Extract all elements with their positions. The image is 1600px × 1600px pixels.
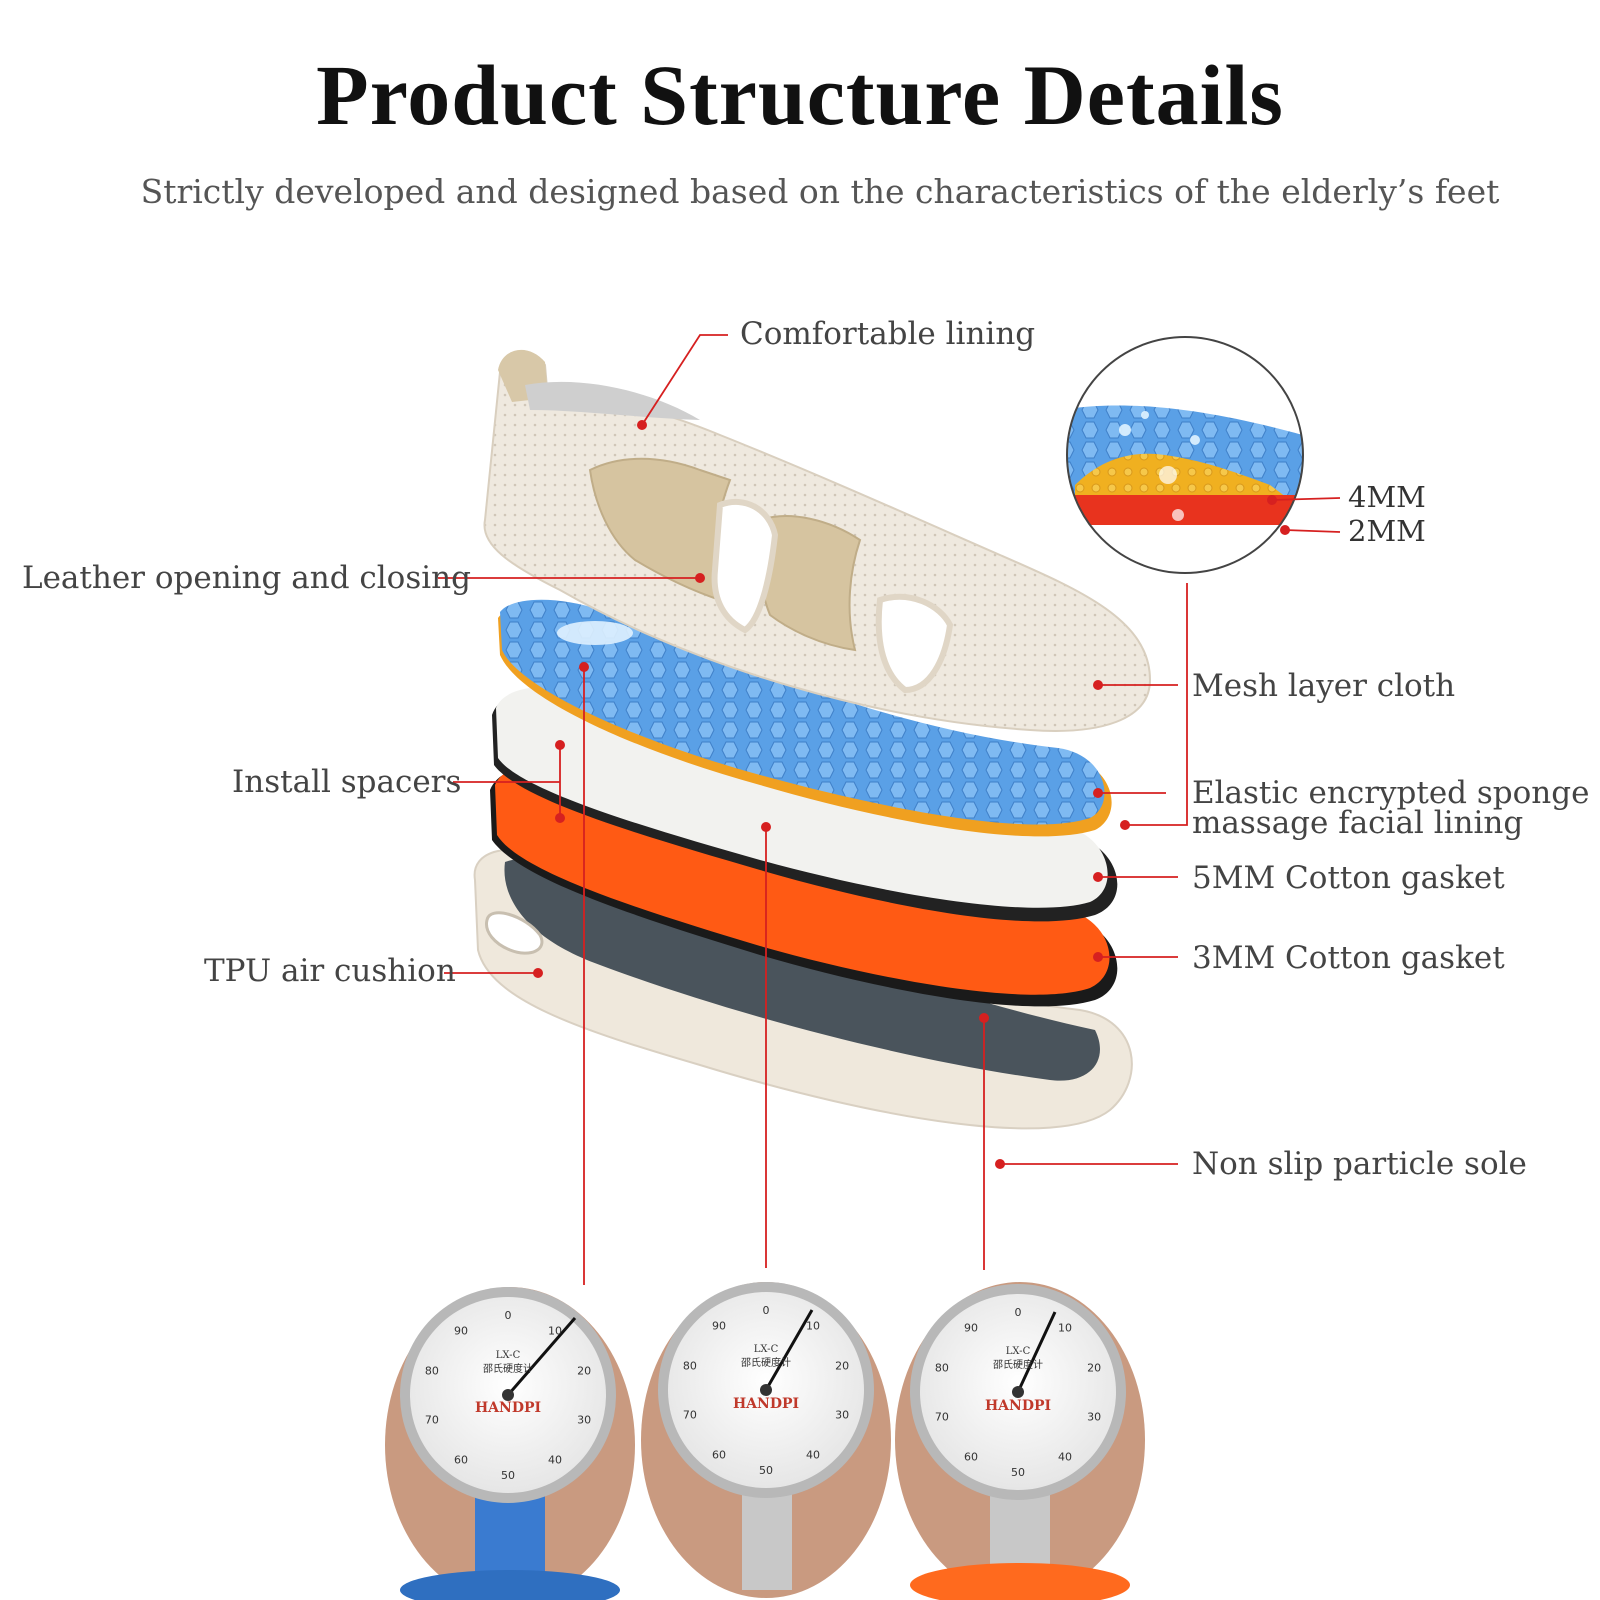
gauge-3-tick-80: 80 xyxy=(935,1361,949,1374)
label-mesh-layer: Mesh layer cloth xyxy=(1192,668,1456,704)
gauge-brand-2: HANDPI xyxy=(733,1396,799,1412)
label-non-slip-sole: Non slip particle sole xyxy=(1192,1146,1527,1182)
gauge-1-tick-60: 60 xyxy=(454,1454,468,1467)
gauge-3-tick-50: 50 xyxy=(1011,1466,1025,1479)
label-cotton-5mm: 5MM Cotton gasket xyxy=(1192,860,1505,896)
gauge-brand-1: HANDPI xyxy=(475,1400,541,1416)
label-install-spacers: Install spacers xyxy=(232,764,462,800)
gauge-model-1: LX-C xyxy=(496,1350,521,1361)
gauge-3-tick-40: 40 xyxy=(1058,1451,1072,1464)
gauge-2-tick-50: 50 xyxy=(759,1464,773,1477)
gauge-2-tick-30: 30 xyxy=(835,1409,849,1422)
leader-lines xyxy=(438,334,1341,1285)
gauge-1-tick-80: 80 xyxy=(425,1364,439,1377)
gauge-3-tick-70: 70 xyxy=(935,1411,949,1424)
gauge-3-tick-30: 30 xyxy=(1087,1411,1101,1424)
gauge-cn-2: 邵氏硬度计 xyxy=(741,1356,791,1369)
label-comfortable-lining: Comfortable lining xyxy=(740,316,1036,352)
label-leather-opening: Leather opening and closing xyxy=(22,560,471,596)
label-elastic-line1: Elastic encrypted sponge xyxy=(1192,775,1590,811)
gauge-3-tick-0: 0 xyxy=(1015,1306,1022,1319)
hardness-gauge-1 xyxy=(385,1287,635,1600)
gauge-2-tick-90: 90 xyxy=(712,1319,726,1332)
hardness-gauge-3 xyxy=(895,1282,1145,1600)
gauge-2-tick-20: 20 xyxy=(835,1359,849,1372)
gauge-model-2: LX-C xyxy=(754,1344,779,1355)
label-4mm: 4MM xyxy=(1348,480,1426,514)
gauge-1-tick-20: 20 xyxy=(577,1364,591,1377)
gauge-1-tick-30: 30 xyxy=(577,1414,591,1427)
gauge-2-tick-80: 80 xyxy=(683,1359,697,1372)
gauge-model-3: LX-C xyxy=(1006,1346,1031,1357)
label-elastic-sponge: Elastic encrypted sponge massage facial … xyxy=(1192,775,1590,841)
gauge-2-tick-0: 0 xyxy=(763,1304,770,1317)
hardness-gauge-2 xyxy=(641,1282,891,1598)
gauge-3-tick-20: 20 xyxy=(1087,1361,1101,1374)
gauge-tick-labels: 0 10 20 30 40 50 60 70 80 90 0 10 20 30 40 50 60 70 80 90 0 1… xyxy=(425,1304,1101,1482)
shoe-upper xyxy=(483,349,1152,732)
gauge-2-tick-70: 70 xyxy=(683,1409,697,1422)
gauge-2-tick-60: 60 xyxy=(712,1449,726,1462)
gauge-1-tick-70: 70 xyxy=(425,1414,439,1427)
page-title: Product Structure Details xyxy=(316,47,1284,143)
gauge-3-tick-10: 10 xyxy=(1058,1321,1072,1334)
gauge-brand-3: HANDPI xyxy=(985,1398,1051,1414)
page-subtitle: Strictly developed and designed based on… xyxy=(140,172,1500,211)
label-tpu-air-cushion: TPU air cushion xyxy=(204,953,456,989)
gauge-1-tick-90: 90 xyxy=(454,1324,468,1337)
leader-dots xyxy=(533,420,1290,1169)
gauge-1-tick-10: 10 xyxy=(548,1324,562,1337)
label-2mm: 2MM xyxy=(1348,514,1426,548)
label-cotton-3mm: 3MM Cotton gasket xyxy=(1192,940,1505,976)
gauge-cn-3: 邵氏硬度计 xyxy=(993,1358,1043,1371)
gauge-1-tick-0: 0 xyxy=(505,1309,512,1322)
gauge-cn-1: 邵氏硬度计 xyxy=(483,1362,533,1375)
gauge-2-tick-10: 10 xyxy=(806,1319,820,1332)
gauge-2-tick-40: 40 xyxy=(806,1449,820,1462)
gauge-3-tick-90: 90 xyxy=(964,1321,978,1334)
label-elastic-line2: massage facial lining xyxy=(1192,805,1524,841)
gauge-1-tick-50: 50 xyxy=(501,1469,515,1482)
gauge-1-tick-40: 40 xyxy=(548,1454,562,1467)
gauge-3-tick-60: 60 xyxy=(964,1451,978,1464)
material-zoom-circle xyxy=(1066,336,1304,574)
insole-layer xyxy=(498,599,1112,837)
